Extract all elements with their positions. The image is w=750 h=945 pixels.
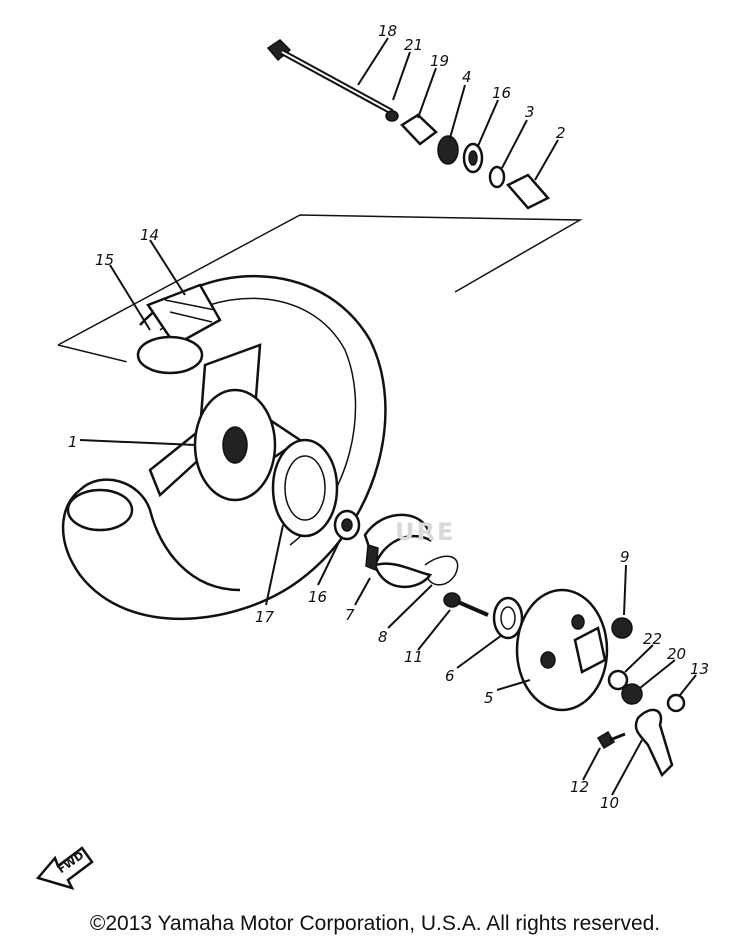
callout-22: 22 [643,630,662,648]
spring-part [424,555,459,586]
brake-plate-part [515,588,609,712]
callout-20: 20 [667,645,686,663]
bearing-part [437,135,459,165]
callout-18: 18 [378,22,397,40]
callout-14: 14 [140,226,159,244]
tube-part [136,283,222,375]
callout-16-lower: 16 [308,588,327,606]
watermark-text: URE [395,518,456,546]
callout-13: 13 [690,660,709,678]
collar-part [400,113,438,146]
callout-19: 19 [430,52,449,70]
axle-part [266,39,399,122]
callout-2: 2 [556,124,566,142]
washer-part [607,669,629,691]
wheel-hub-part [148,343,339,538]
callout-4: 4 [462,68,472,86]
spacer-part [488,165,506,189]
callout-21: 21 [404,36,423,54]
callout-7: 7 [345,606,355,624]
forward-arrow-icon: FWD [35,846,94,891]
reference-plane-outline [57,214,583,346]
callout-5: 5 [484,689,494,707]
callout-9: 9 [620,548,630,566]
callout-11: 11 [404,648,423,666]
callout-17: 17 [255,608,275,626]
nut-part [611,617,633,639]
callout-8: 8 [378,628,388,646]
callout-6: 6 [445,667,455,685]
copyright-notice: ©2013 Yamaha Motor Corporation, U.S.A. A… [89,912,661,935]
nut-20-part [621,683,643,705]
nut-13-part [666,693,686,713]
callout-1: 1 [68,433,78,451]
bolt-part [596,730,626,750]
callout-3: 3 [525,103,535,121]
cam-lever-part [634,708,674,778]
seal-lower-part [492,596,524,640]
collar-right-part [505,173,551,210]
callout-16-top: 16 [492,84,511,102]
cam-part [443,592,489,617]
callout-10: 10 [600,794,619,812]
brake-shoe-part [363,513,433,589]
callout-15: 15 [95,251,114,269]
callout-12: 12 [570,778,589,796]
leader-lines [79,37,697,796]
